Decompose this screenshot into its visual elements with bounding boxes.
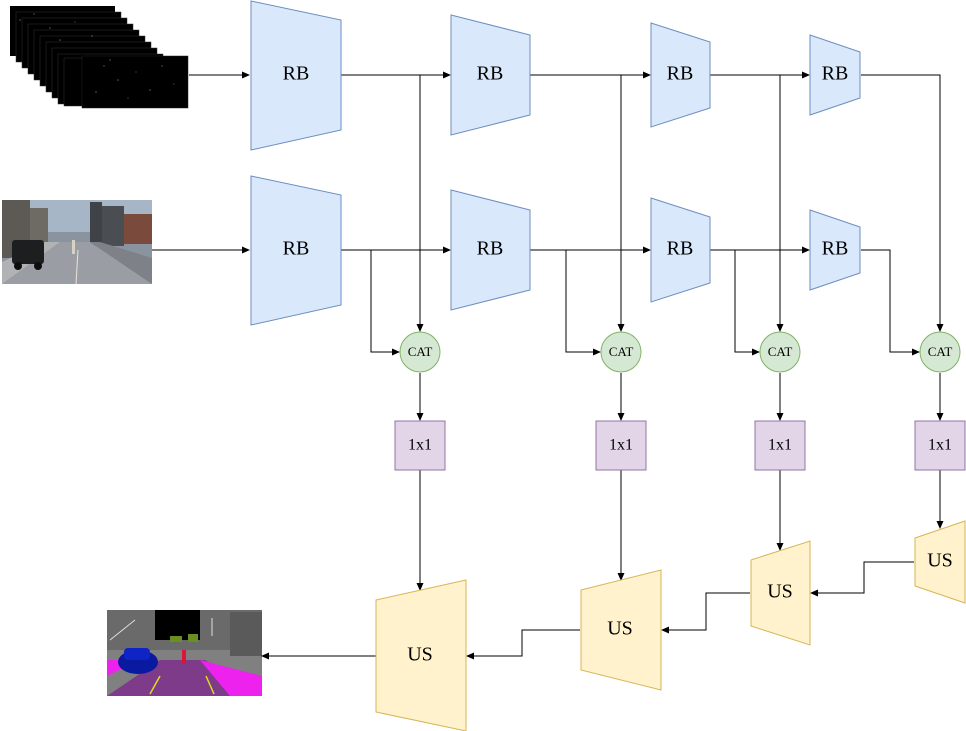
- rb-label: RB: [477, 238, 504, 260]
- conv1x1-2: 1x1: [595, 420, 647, 471]
- cat-node-3: CAT: [759, 331, 801, 373]
- rb-label: RB: [477, 63, 504, 85]
- conv-label: 1x1: [609, 437, 633, 454]
- rb-label: RB: [667, 63, 694, 85]
- rb-top-1: RB: [250, 0, 342, 151]
- us-block-2: US: [580, 569, 662, 691]
- rb-top-2: RB: [450, 14, 531, 136]
- conv1x1-4: 1x1: [914, 420, 966, 471]
- conv1x1-3: 1x1: [754, 420, 806, 471]
- segmentation-output: [107, 610, 262, 696]
- connectors: [152, 71, 944, 660]
- conv1x1-1: 1x1: [394, 420, 446, 471]
- cat-node-2: CAT: [600, 331, 642, 373]
- rb-bottom-2: RB: [450, 189, 531, 311]
- us-label: US: [767, 581, 793, 603]
- rb-label: RB: [283, 63, 310, 85]
- us-block-1: US: [375, 579, 467, 731]
- cat-label: CAT: [768, 344, 793, 359]
- cat-node-1: CAT: [399, 331, 441, 373]
- conv-label: 1x1: [768, 437, 792, 454]
- cat-label: CAT: [408, 344, 433, 359]
- rb-label: RB: [283, 238, 310, 260]
- event-stack-input: [10, 6, 189, 109]
- rb-top-3: RB: [650, 22, 711, 128]
- us-block-3: US: [750, 540, 811, 646]
- cat-label: CAT: [609, 344, 634, 359]
- rb-label: RB: [667, 238, 694, 260]
- rb-label: RB: [822, 238, 849, 260]
- rb-top-4: RB: [809, 34, 861, 116]
- rb-bottom-1: RB: [250, 175, 342, 326]
- conv-label: 1x1: [928, 437, 952, 454]
- rgb-image-input: [2, 200, 152, 285]
- conv-label: 1x1: [408, 437, 432, 454]
- rb-label: RB: [822, 63, 849, 85]
- us-label: US: [407, 644, 433, 666]
- us-block-4: US: [914, 520, 966, 604]
- us-label: US: [927, 550, 953, 572]
- us-label: US: [607, 618, 633, 640]
- cat-node-4: CAT: [919, 331, 961, 373]
- rb-bottom-3: RB: [650, 197, 711, 303]
- cat-label: CAT: [928, 344, 953, 359]
- rb-bottom-4: RB: [809, 209, 861, 291]
